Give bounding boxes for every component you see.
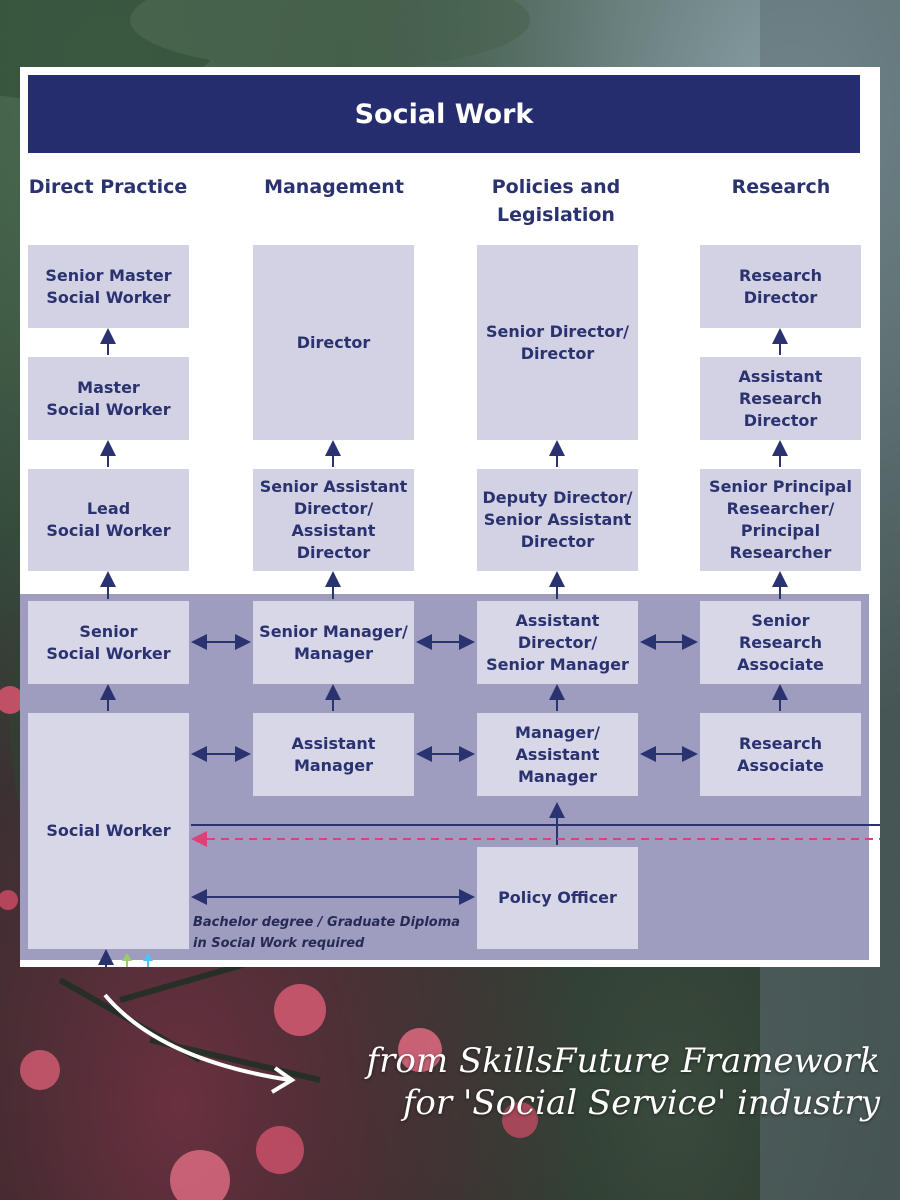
box-master-social-worker: Master Social Worker bbox=[28, 357, 189, 440]
source-caption: from SkillsFuture Framework for 'Social … bbox=[366, 1041, 880, 1123]
box-senior-social-worker: Senior Social Worker bbox=[28, 601, 189, 684]
flower-decoration bbox=[0, 686, 538, 1200]
box-lead-social-worker: Lead Social Worker bbox=[28, 469, 189, 571]
career-pathway-diagram: Social Work Direct Practice Management P… bbox=[20, 67, 880, 967]
box-social-worker: Social Worker bbox=[28, 713, 189, 949]
requirement-note: Bachelor degree / Graduate Diploma in So… bbox=[193, 915, 461, 951]
box-research-associate: Research Associate bbox=[700, 713, 861, 796]
box-assistant-director: Assistant Director/ Senior Manager bbox=[477, 601, 638, 684]
box-senior-master-social-worker: Senior Master Social Worker bbox=[28, 245, 189, 328]
caption-arrow-icon bbox=[103, 993, 296, 1094]
connector-arrows bbox=[98, 328, 880, 967]
column-heading-policies: Policies and Legislation bbox=[491, 176, 621, 226]
box-senior-principal-researcher: Senior Principal Researcher/ Principal R… bbox=[700, 469, 861, 571]
box-manager-assistant-manager: Manager/ Assistant Manager bbox=[477, 713, 638, 796]
box-senior-research-associate: Senior Research Associate bbox=[700, 601, 861, 684]
box-policy-officer: Policy Officer bbox=[477, 847, 638, 949]
box-director: Director bbox=[253, 245, 414, 440]
box-senior-assistant-director: Senior Assistant Director/ Assistant Dir… bbox=[253, 469, 414, 571]
box-assistant-manager: Assistant Manager bbox=[253, 713, 414, 796]
box-deputy-director: Deputy Director/ Senior Assistant Direct… bbox=[477, 469, 638, 571]
box-senior-manager: Senior Manager/ Manager bbox=[253, 601, 414, 684]
diagram-title: Social Work bbox=[28, 75, 860, 153]
box-research-director: Research Director bbox=[700, 245, 861, 328]
column-heading-management: Management bbox=[264, 176, 404, 198]
box-senior-director: Senior Director/ Director bbox=[477, 245, 638, 440]
column-heading-research: Research bbox=[731, 176, 831, 198]
box-assistant-research-director: Assistant Research Director bbox=[700, 357, 861, 440]
column-heading-direct-practice: Direct Practice bbox=[28, 176, 188, 198]
